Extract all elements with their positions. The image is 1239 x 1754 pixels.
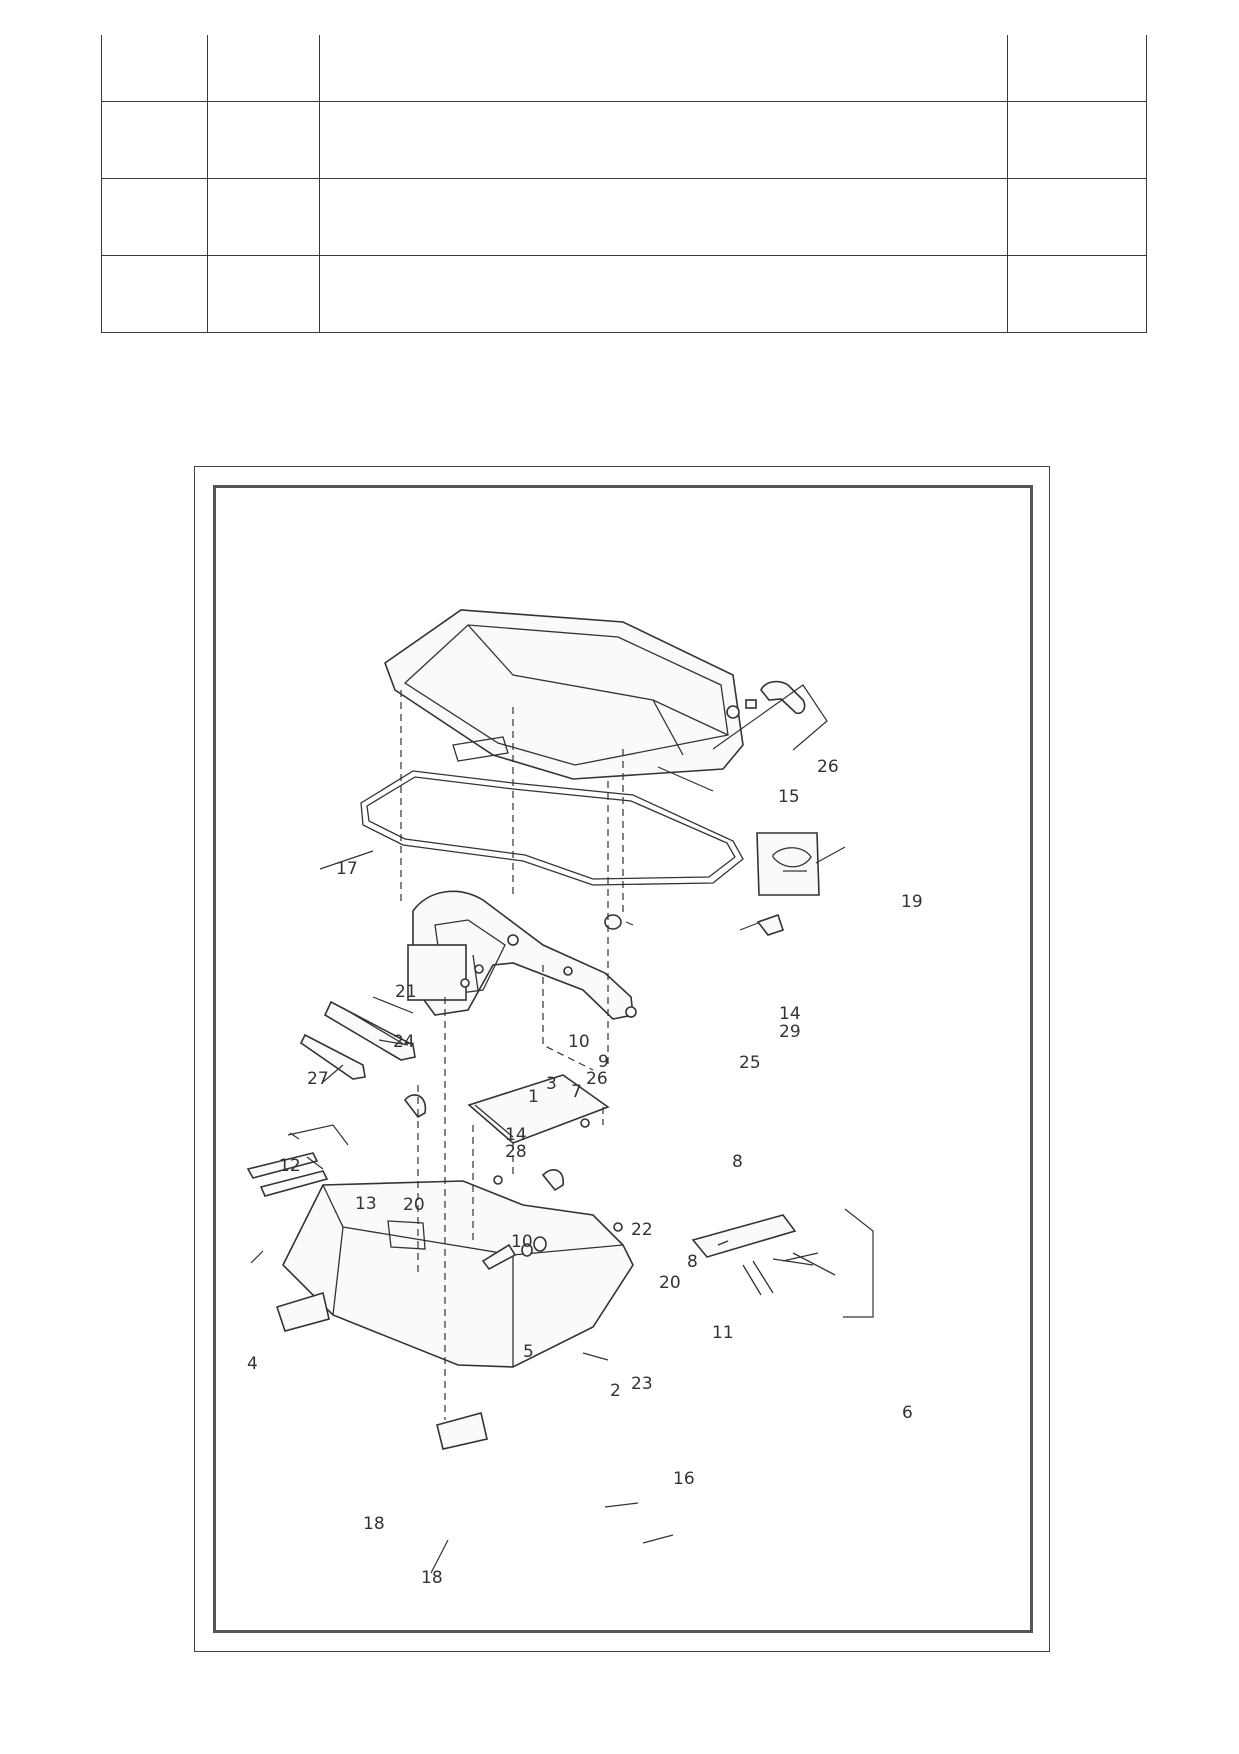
table-cell — [319, 102, 1007, 178]
table-cell — [319, 179, 1007, 255]
screw — [493, 1175, 503, 1185]
callout-25: 25 — [739, 1053, 761, 1073]
retaining-clip — [756, 913, 785, 936]
table-cell — [319, 256, 1007, 332]
table-border — [1146, 35, 1147, 333]
exploded-parts-diagram: 1 2 3 4 5 6 7 8 8 9 10 10 11 12 13 14 14… — [246, 609, 923, 1588]
mount-bracket — [275, 1291, 330, 1332]
bag-clamp — [403, 1094, 427, 1119]
callout-18a: 18 — [363, 1514, 385, 1534]
callout-20b: 20 — [659, 1273, 681, 1293]
callout-9: 9 — [598, 1052, 609, 1072]
callout-5: 5 — [523, 1342, 534, 1362]
lock-nut — [533, 1236, 547, 1252]
table-cell — [101, 35, 207, 101]
latch-assembly — [712, 680, 828, 751]
figure-outer-frame — [194, 466, 1050, 1652]
callout-27: 27 — [307, 1069, 329, 1089]
callout-18b: 18 — [421, 1568, 443, 1588]
screw — [625, 1006, 637, 1018]
callout-24: 24 — [393, 1032, 415, 1052]
callout-7: 7 — [571, 1082, 582, 1102]
table-cell — [207, 179, 319, 255]
tether-straps — [246, 1124, 349, 1197]
table-cell — [319, 35, 1007, 101]
tool-kit — [691, 1208, 874, 1318]
callout-16: 16 — [673, 1469, 695, 1489]
callout-8b: 8 — [687, 1252, 698, 1272]
table-row — [101, 256, 1147, 333]
saddlebag-body — [282, 1180, 634, 1368]
callout-10a: 10 — [568, 1032, 590, 1052]
washer — [521, 1243, 533, 1257]
table-cell — [207, 102, 319, 178]
callout-2: 2 — [610, 1381, 621, 1401]
callout-8a: 8 — [732, 1152, 743, 1172]
screw — [474, 964, 484, 974]
callout-1: 1 — [528, 1087, 539, 1107]
callout-14a: 14 — [505, 1125, 527, 1145]
screw — [613, 1222, 623, 1232]
callout-26b: 26 — [586, 1069, 608, 1089]
callout-13: 13 — [355, 1194, 377, 1214]
table-cell — [1007, 102, 1147, 178]
callout-21: 21 — [395, 982, 417, 1002]
callout-23: 23 — [631, 1374, 653, 1394]
lid-gasket — [360, 770, 744, 886]
callout-6: 6 — [902, 1403, 913, 1423]
callout-14b: 14 — [779, 1004, 801, 1024]
callout-10b: 10 — [511, 1232, 533, 1252]
grommet — [604, 914, 622, 930]
callout-4: 4 — [247, 1354, 258, 1374]
hinge-arm — [299, 1033, 366, 1080]
lock-cam — [481, 1243, 517, 1271]
screw — [460, 978, 470, 988]
table-cell — [101, 256, 207, 332]
saddlebag-lid — [384, 609, 744, 780]
table-row — [101, 179, 1147, 256]
bottom-tray — [467, 1074, 610, 1144]
bag-clamp — [541, 1169, 564, 1192]
inner-liner-frame — [407, 890, 634, 1020]
callout-15: 15 — [778, 787, 800, 807]
table-cell — [1007, 256, 1147, 332]
table-row — [101, 102, 1147, 179]
hinge-cover — [323, 1000, 416, 1061]
table-cell — [101, 102, 207, 178]
table-cell — [1007, 35, 1147, 101]
table-row — [101, 35, 1147, 102]
medallion-decal — [756, 832, 820, 896]
callout-22: 22 — [631, 1220, 653, 1240]
callout-17: 17 — [336, 859, 358, 879]
figure-inner-frame — [213, 485, 1033, 1633]
table-cell — [207, 35, 319, 101]
table-cell — [1007, 179, 1147, 255]
table-cell — [101, 179, 207, 255]
table-cell — [207, 256, 319, 332]
callout-19: 19 — [901, 892, 923, 912]
callout-28: 28 — [505, 1142, 527, 1162]
mount-bracket — [436, 1412, 488, 1450]
table-border — [319, 35, 320, 333]
callout-3: 3 — [546, 1074, 557, 1094]
screw — [580, 1118, 590, 1128]
callout-20a: 20 — [403, 1195, 425, 1215]
callout-29: 29 — [779, 1022, 801, 1042]
table-border — [207, 35, 208, 333]
callout-26a: 26 — [817, 757, 839, 777]
table-border — [101, 35, 102, 333]
callout-11: 11 — [712, 1323, 734, 1343]
table-border — [1007, 35, 1008, 333]
parts-table — [101, 35, 1147, 333]
callout-12: 12 — [279, 1156, 301, 1176]
